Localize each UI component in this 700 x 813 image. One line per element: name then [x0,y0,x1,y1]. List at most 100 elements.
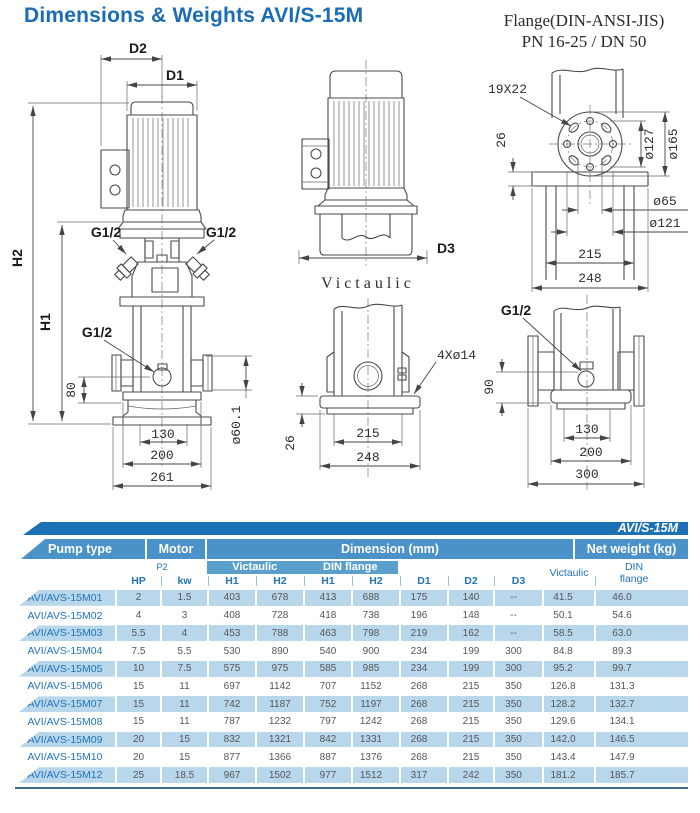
table-cell: 887 [319,751,337,763]
table-cell: 300 [505,645,522,657]
table-cell: 738 [362,610,380,622]
col-hp: HP [131,575,146,587]
table-cell: 132.7 [596,696,688,713]
table-cell: 728 [271,610,289,622]
table-cell: 2 [117,590,160,606]
table-cell: 1197 [353,696,399,713]
table-cell: 196 [410,610,428,622]
din-base-drawing: G1/2 90 130 200 300 [482,295,645,490]
table-cell: 11 [162,696,207,713]
table-cell: 350 [495,696,542,713]
header-pump-type: Pump type [21,539,145,559]
table-cell: 1152 [360,680,382,692]
table-cell: 54.6 [612,610,632,622]
table-cell: 268 [401,731,447,748]
table-cell: 134.1 [609,716,635,728]
table-cell: 688 [353,590,399,606]
table-cell: 219 [401,625,447,642]
flange-view-dimensions: 19X22 26 ø127 ø165 ø65 ø121 215 248 [488,82,688,292]
pump-type-cell: AVI/AVS-15M10 [27,751,103,764]
table-cell: 234 [410,645,428,657]
table-cell: 234 [401,660,447,677]
table-cell: 215 [449,731,493,748]
dim-g12-right: G1/2 [206,224,237,240]
dim-dia127: ø127 [642,128,657,159]
table-cell: 1242 [359,716,383,728]
table-cell: 300 [495,660,542,677]
series-band: AVI/S-15M [23,522,688,535]
dim-dia601: ø60.1 [229,405,244,444]
table-cell: 63.0 [596,625,688,642]
table-cell: 199 [449,660,493,677]
table-cell: 967 [209,767,255,783]
dim-248: 248 [356,450,379,465]
table-cell: 215 [462,751,480,763]
table-cell: 985 [353,660,399,677]
table-cell: 20 [132,751,145,763]
flange-view-drawing: 19X22 26 ø127 ø165 ø65 ø121 215 248 [488,67,688,292]
dim-26: 26 [494,132,509,148]
header-motor: Motor [147,539,205,559]
table-cell: 268 [410,716,428,728]
dim-d1: D1 [166,67,184,83]
victaulic-base-outline [319,298,421,478]
table-cell: 1142 [269,680,291,692]
table-cell: 15 [178,751,191,763]
victaulic-base-dimensions: 4Xø14 26 215 248 [283,348,476,470]
table-cell: 788 [257,625,303,642]
subheader-bar: Victaulic DIN flange [207,561,398,574]
col-din-h1: H1 [321,575,335,587]
table-cell: 350 [505,751,522,763]
table-cell: 185.7 [596,767,688,783]
pump-type-cell: AVI/AVS-15M08 [27,715,103,728]
table-cell: 242 [449,767,493,783]
table-cell: 742 [209,696,255,713]
table-cell: 199 [462,645,480,657]
table-header: Pump type Motor Dimension (mm) Net weigh… [15,535,688,588]
table-cell: 20 [117,731,160,748]
table-cell: 58.5 [544,625,594,642]
col-d3: D3 [511,575,526,587]
dim-215: 215 [578,247,601,262]
table-cell: 1512 [353,767,399,783]
din-base-dimensions: G1/2 90 130 200 300 [482,302,645,488]
column-divider [352,576,353,586]
table-cell: 143.4 [550,751,576,763]
front-view-outline [100,95,213,468]
table-cell: 350 [495,767,542,783]
subheader-nw-victaulic: Victaulic [549,566,589,579]
pump-type-cell: AVI/AVS-15M06 [27,680,103,693]
dim-200: 200 [579,445,602,460]
pump-type-cell: AVI/AVS-15M01 [19,590,115,606]
dim-26: 26 [283,435,298,451]
table-cell: 131.3 [609,680,635,692]
table-cell: 5.5 [177,645,192,657]
table-cell: 350 [495,731,542,748]
dim-248: 248 [578,271,601,286]
table-cell: 268 [410,751,428,763]
table-cell: 129.6 [550,716,576,728]
table-cell: 15 [162,731,207,748]
table-cell: 575 [209,660,255,677]
table-cell: 900 [362,645,380,657]
dim-slot: 19X22 [488,82,527,97]
table-cell: 89.3 [612,645,632,657]
table-cell: 15 [132,680,145,692]
header-dimension: Dimension (mm) [207,539,573,559]
col-vict-h2: H2 [273,575,287,587]
dim-80: 80 [64,382,79,398]
pump-type-cell: AVI/AVS-15M02 [27,609,103,622]
col-kw: kw [177,575,192,587]
table-cell: 147.9 [609,751,635,763]
column-divider [400,576,401,586]
pump-type-cell: AVI/AVS-15M05 [19,660,115,677]
pump-type-cell: AVI/AVS-15M09 [19,731,115,748]
table-cell: 215 [449,696,493,713]
pump-type-cell: AVI/AVS-15M03 [19,625,115,642]
table-cell: 175 [401,590,447,606]
table-cell: 15 [132,716,145,728]
flange-note-line2: PN 16-25 / DN 50 [521,32,647,52]
col-d1: D1 [417,575,431,587]
subheader-din-flange: DIN flange [323,561,378,573]
subheader-p2: P2 [156,562,168,572]
